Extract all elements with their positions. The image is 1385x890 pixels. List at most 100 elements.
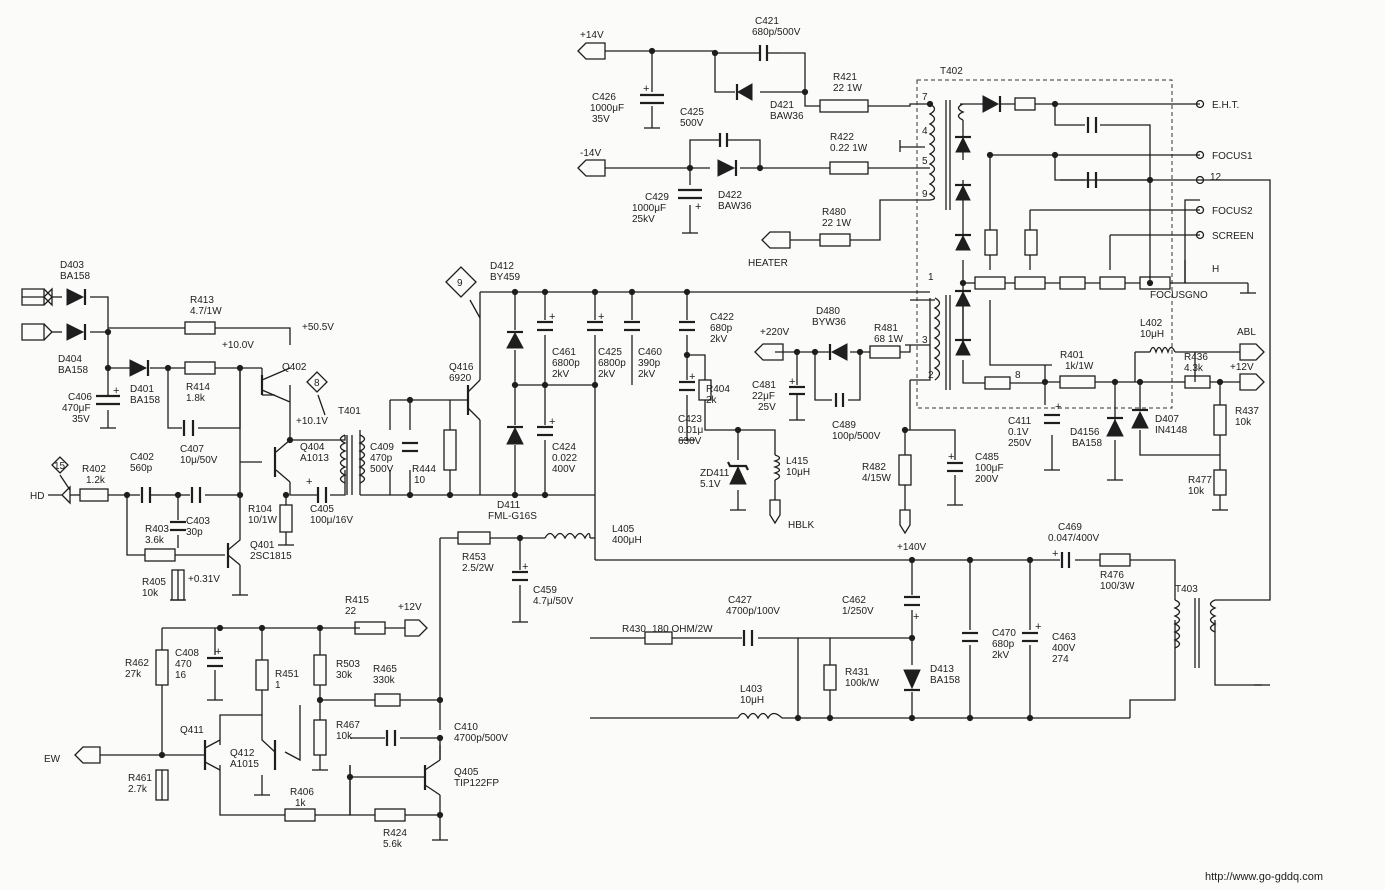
transformer-t402-hv xyxy=(957,103,965,121)
port-p140v-in xyxy=(899,509,911,535)
net-p10-1v: +10.1V xyxy=(296,416,328,427)
resistor-r436 xyxy=(1184,375,1211,389)
resistor-r465 xyxy=(374,693,401,707)
port-screen-label: SCREEN xyxy=(1212,231,1254,242)
resistor-r481 xyxy=(869,345,901,359)
resistor-focus2 xyxy=(1024,229,1038,256)
resistor-r476 xyxy=(1099,553,1131,567)
label-q411: Q411 xyxy=(180,725,204,736)
net-p220v: +220V xyxy=(760,327,790,338)
diode-stack-2 xyxy=(955,183,971,201)
resistor-r413 xyxy=(184,321,216,335)
resistor-r451 xyxy=(255,659,269,691)
svg-text:+: + xyxy=(306,476,312,488)
port-heater xyxy=(761,231,791,249)
resistor-r431 xyxy=(823,664,837,691)
capacitor-c459: + xyxy=(512,561,528,582)
transformer-t403-secondary xyxy=(1209,599,1217,633)
resistor-r430 xyxy=(644,631,673,645)
resistor-r462 xyxy=(155,649,169,686)
capacitor-c423: + xyxy=(679,371,695,392)
resistor-r415 xyxy=(354,621,386,635)
net-p50-5v: +50.5V xyxy=(302,322,334,333)
capacitor-c485: + xyxy=(947,451,963,473)
label-t401: T401 xyxy=(338,406,361,417)
capacitor-c425b: + xyxy=(587,311,604,332)
resistor-r401 xyxy=(1059,375,1096,389)
resistor-r482 xyxy=(898,454,912,486)
port-hd xyxy=(48,485,71,505)
diode-d480 xyxy=(828,343,848,361)
transformer-t401-secondary xyxy=(358,434,366,484)
port-in1 xyxy=(22,287,53,307)
resistor-r424 xyxy=(374,808,406,822)
pin-3: 3 xyxy=(922,335,928,346)
tag-15 xyxy=(51,456,69,474)
diode-d422 xyxy=(717,159,738,177)
pin-7: 7 xyxy=(922,92,928,103)
port-m14v xyxy=(577,159,606,177)
transformer-t403-primary xyxy=(1173,599,1181,649)
zener-zd411 xyxy=(727,461,749,485)
net-p0-31v: +0.31V xyxy=(188,574,220,585)
capacitor-eht xyxy=(1086,117,1098,133)
transistor-q405 xyxy=(423,759,441,796)
diode-d413 xyxy=(903,669,921,692)
diode-stack-5 xyxy=(955,338,971,356)
capacitor-c407 xyxy=(182,420,195,436)
resistor-r104 xyxy=(279,504,293,533)
transistor-q416 xyxy=(466,379,481,421)
capacitor-c424: + xyxy=(537,416,555,437)
port-abl-label: ABL xyxy=(1237,327,1256,338)
capacitor-c463: + xyxy=(1022,621,1041,643)
resistor-r403 xyxy=(144,548,176,562)
tag-8 xyxy=(306,371,328,393)
svg-text:+: + xyxy=(215,646,221,658)
svg-text:+: + xyxy=(549,416,555,428)
svg-text:+: + xyxy=(113,385,119,397)
capacitor-c409 xyxy=(402,441,418,453)
capacitor-c427 xyxy=(742,630,754,646)
svg-text:+: + xyxy=(598,311,604,323)
capacitor-c408: + xyxy=(207,646,223,668)
diode-d421 xyxy=(735,83,753,101)
diode-d401 xyxy=(129,359,150,377)
transformer-t402-primary xyxy=(933,297,941,381)
net-p12v-ew: +12V xyxy=(398,602,422,613)
inductor-l405 xyxy=(544,532,591,540)
footer-url: http://www.go-gddq.com xyxy=(1205,871,1323,883)
svg-text:+: + xyxy=(789,376,795,388)
port-p14v xyxy=(577,42,606,60)
